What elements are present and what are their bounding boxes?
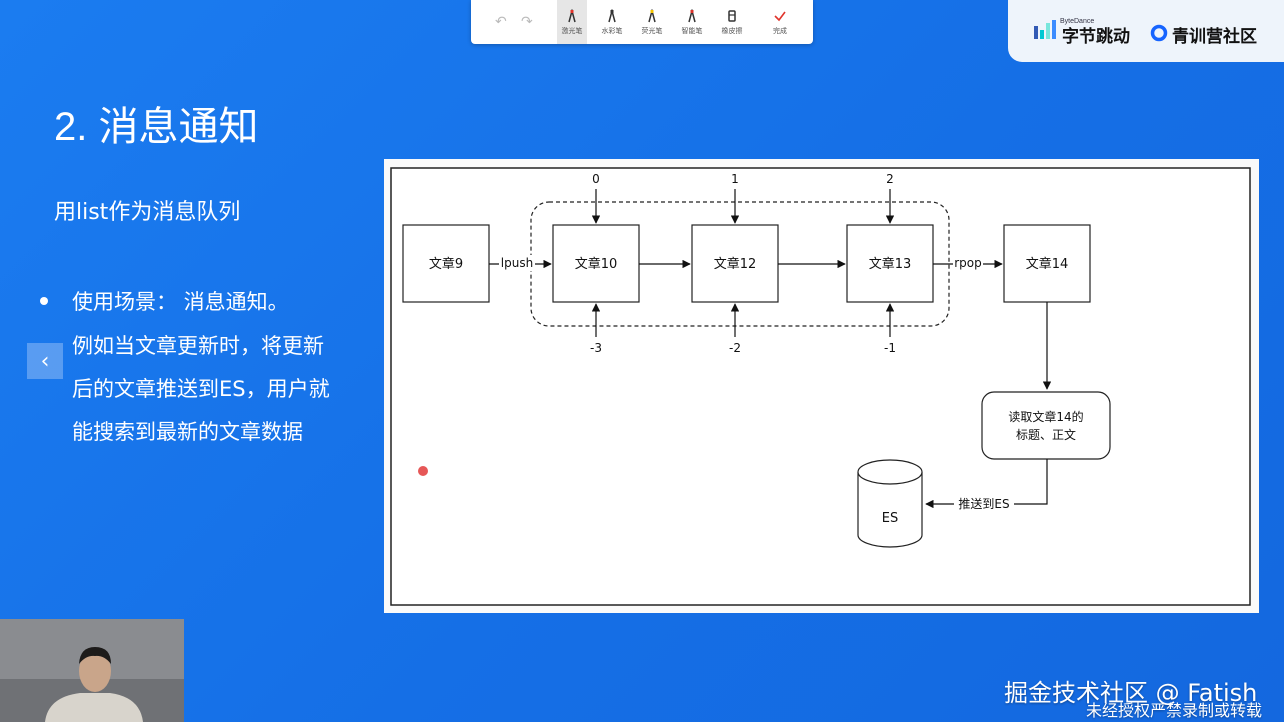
message-queue-diagram: 文章9 文章10 文章12 文章13 文章14 lpush rpop 0 1 2… (390, 167, 1251, 606)
push-label: 推送到ES (958, 496, 1009, 511)
index-top-label: 2 (886, 172, 894, 186)
community-logo-icon (1150, 24, 1168, 42)
rpop-label: rpop (954, 256, 982, 270)
bytedance-logo-icon (1034, 20, 1056, 39)
diagram-frame (390, 167, 1251, 606)
bullet-heading: 使用场景： 消息通知。 (72, 290, 289, 314)
bullet-text-line: 后的文章推送到ES，用户就 (72, 377, 330, 401)
es-label: ES (882, 511, 898, 526)
highlighter-icon (648, 8, 656, 22)
prev-slide-button[interactable]: ‹ (27, 343, 63, 379)
read-article-box (981, 391, 1111, 460)
bullet-dot (40, 297, 48, 305)
index-bottom-label: -3 (590, 341, 602, 355)
brand-english-name: ByteDance (1060, 18, 1095, 25)
box-article-12-label: 文章12 (714, 256, 757, 272)
tool-smart-pen[interactable]: 智能笔 (677, 0, 707, 44)
annotation-toolbar: ↶ ↷ 激光笔 水彩笔 荧光笔 智能笔 橡皮擦 (471, 0, 813, 44)
diagram-panel: 文章9 文章10 文章12 文章13 文章14 lpush rpop 0 1 2… (384, 159, 1259, 613)
box-article-10-label: 文章10 (575, 256, 618, 272)
es-cylinder-body (857, 472, 923, 548)
tool-eraser[interactable]: 橡皮擦 (717, 0, 747, 44)
brand-name: 字节跳动 (1062, 27, 1130, 47)
chevron-left-icon: ‹ (40, 348, 50, 374)
box-article-12 (691, 224, 779, 303)
lpush-label-bg (499, 255, 535, 271)
box-article-9-label: 文章9 (429, 256, 463, 272)
push-label-bg (954, 495, 1014, 512)
bullet-text-line: 能搜索到最新的文章数据 (72, 420, 303, 444)
tool-watercolor-pen[interactable]: 水彩笔 (597, 0, 627, 44)
slide-subtitle: 用list作为消息队列 (54, 200, 241, 225)
box-article-13 (846, 224, 934, 303)
rpop-label-bg (953, 255, 983, 271)
read-box-line: 读取文章14的 (1008, 409, 1083, 424)
es-cylinder-top (857, 459, 923, 485)
presenter-webcam (0, 619, 184, 722)
bullet-text-line: 例如当文章更新时，将更新 (72, 334, 324, 358)
box-article-9 (402, 224, 490, 303)
box-article-14-label: 文章14 (1026, 256, 1069, 272)
done-button[interactable]: 完成 (763, 0, 797, 44)
lpush-label: lpush (501, 256, 533, 270)
index-top-label: 0 (592, 172, 600, 186)
box-article-10 (552, 224, 640, 303)
smart-pen-icon (688, 8, 696, 22)
box-article-14 (1003, 224, 1091, 303)
watercolor-pen-icon (608, 8, 616, 22)
slide-title: 2. 消息通知 (54, 105, 259, 149)
read-box-line: 标题、正文 (1016, 427, 1076, 442)
index-bottom-label: -2 (729, 341, 741, 355)
presenter-video-icon (0, 619, 184, 722)
laser-pointer-icon (568, 8, 576, 22)
eraser-icon (728, 9, 736, 22)
watermark-line-2: 未经授权严禁录制或转载 (1086, 701, 1263, 720)
community-name: 青训营社区 (1172, 27, 1257, 47)
tool-highlighter[interactable]: 荧光笔 (637, 0, 667, 44)
laser-pointer-dot (418, 466, 428, 476)
box-article-13-label: 文章13 (869, 256, 912, 272)
undo-icon[interactable]: ↶ (495, 14, 507, 30)
tool-laser-pointer[interactable]: 激光笔 (557, 0, 587, 44)
check-icon (774, 11, 786, 21)
index-top-label: 1 (731, 172, 739, 186)
redo-icon[interactable]: ↷ (521, 14, 533, 30)
index-bottom-label: -1 (884, 341, 896, 355)
watermark-line-1: 掘金技术社区 @ Fatish (1004, 679, 1258, 707)
